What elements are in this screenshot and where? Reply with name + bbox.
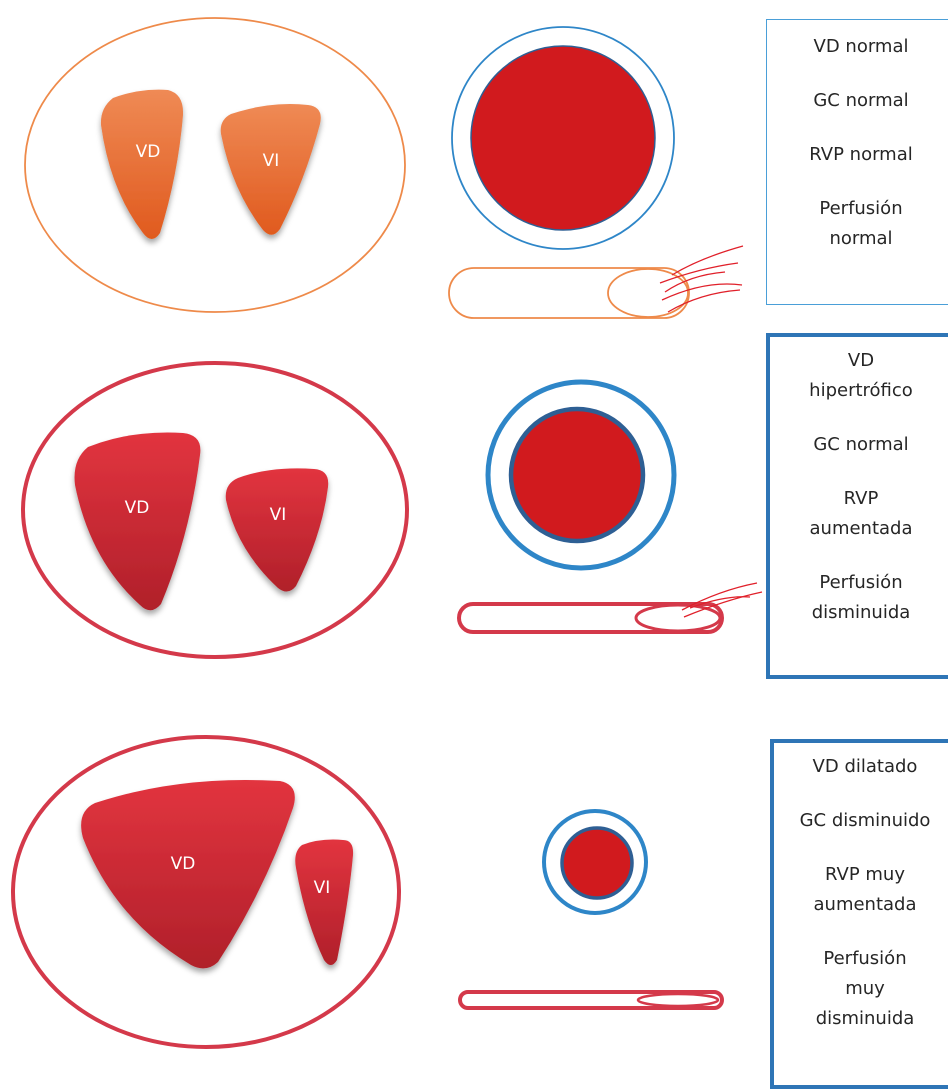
info-cardiac-output-1: GC normal — [813, 86, 908, 116]
panel-2-hypertrophic: VD VI — [23, 363, 762, 657]
capillary-end-2 — [636, 605, 720, 631]
vessel-lumen-2 — [511, 409, 643, 541]
right-ventricle-2 — [75, 433, 201, 611]
capillary-end-3 — [638, 994, 718, 1006]
capillary-end-1 — [608, 269, 688, 317]
capillary-tube-2 — [459, 604, 722, 632]
panel-3-dilated: VD VI — [13, 737, 722, 1047]
right-ventricle-label-2: VD — [125, 498, 150, 518]
info-box-normal: VD normal GC normal RVP normal Perfusión… — [766, 19, 948, 305]
right-ventricle-label-1: VD — [136, 142, 161, 162]
left-ventricle-label-3: VI — [314, 878, 331, 898]
vessel-lumen-1 — [471, 46, 655, 230]
right-ventricle-1 — [101, 90, 183, 239]
capillary-branches-1 — [660, 246, 743, 312]
panel-1-normal: VD VI — [25, 18, 743, 318]
left-ventricle-3 — [295, 840, 353, 965]
left-ventricle-label-2: VI — [270, 505, 287, 525]
info-rv-3: VD dilatado — [813, 752, 918, 782]
right-ventricle-3 — [81, 780, 295, 968]
info-rv-1: VD normal — [814, 32, 909, 62]
info-cardiac-output-3: GC disminuido — [800, 806, 931, 836]
heart-outline-2 — [23, 363, 407, 657]
info-pvr-1: RVP normal — [809, 140, 912, 170]
info-cardiac-output-2: GC normal — [813, 430, 908, 460]
right-ventricle-label-3: VD — [171, 854, 196, 874]
vessel-lumen-3 — [562, 828, 632, 898]
left-ventricle-label-1: VI — [263, 151, 280, 171]
capillary-tube-1 — [449, 268, 689, 318]
heart-outline-1 — [25, 18, 405, 312]
left-ventricle-2 — [226, 468, 328, 591]
